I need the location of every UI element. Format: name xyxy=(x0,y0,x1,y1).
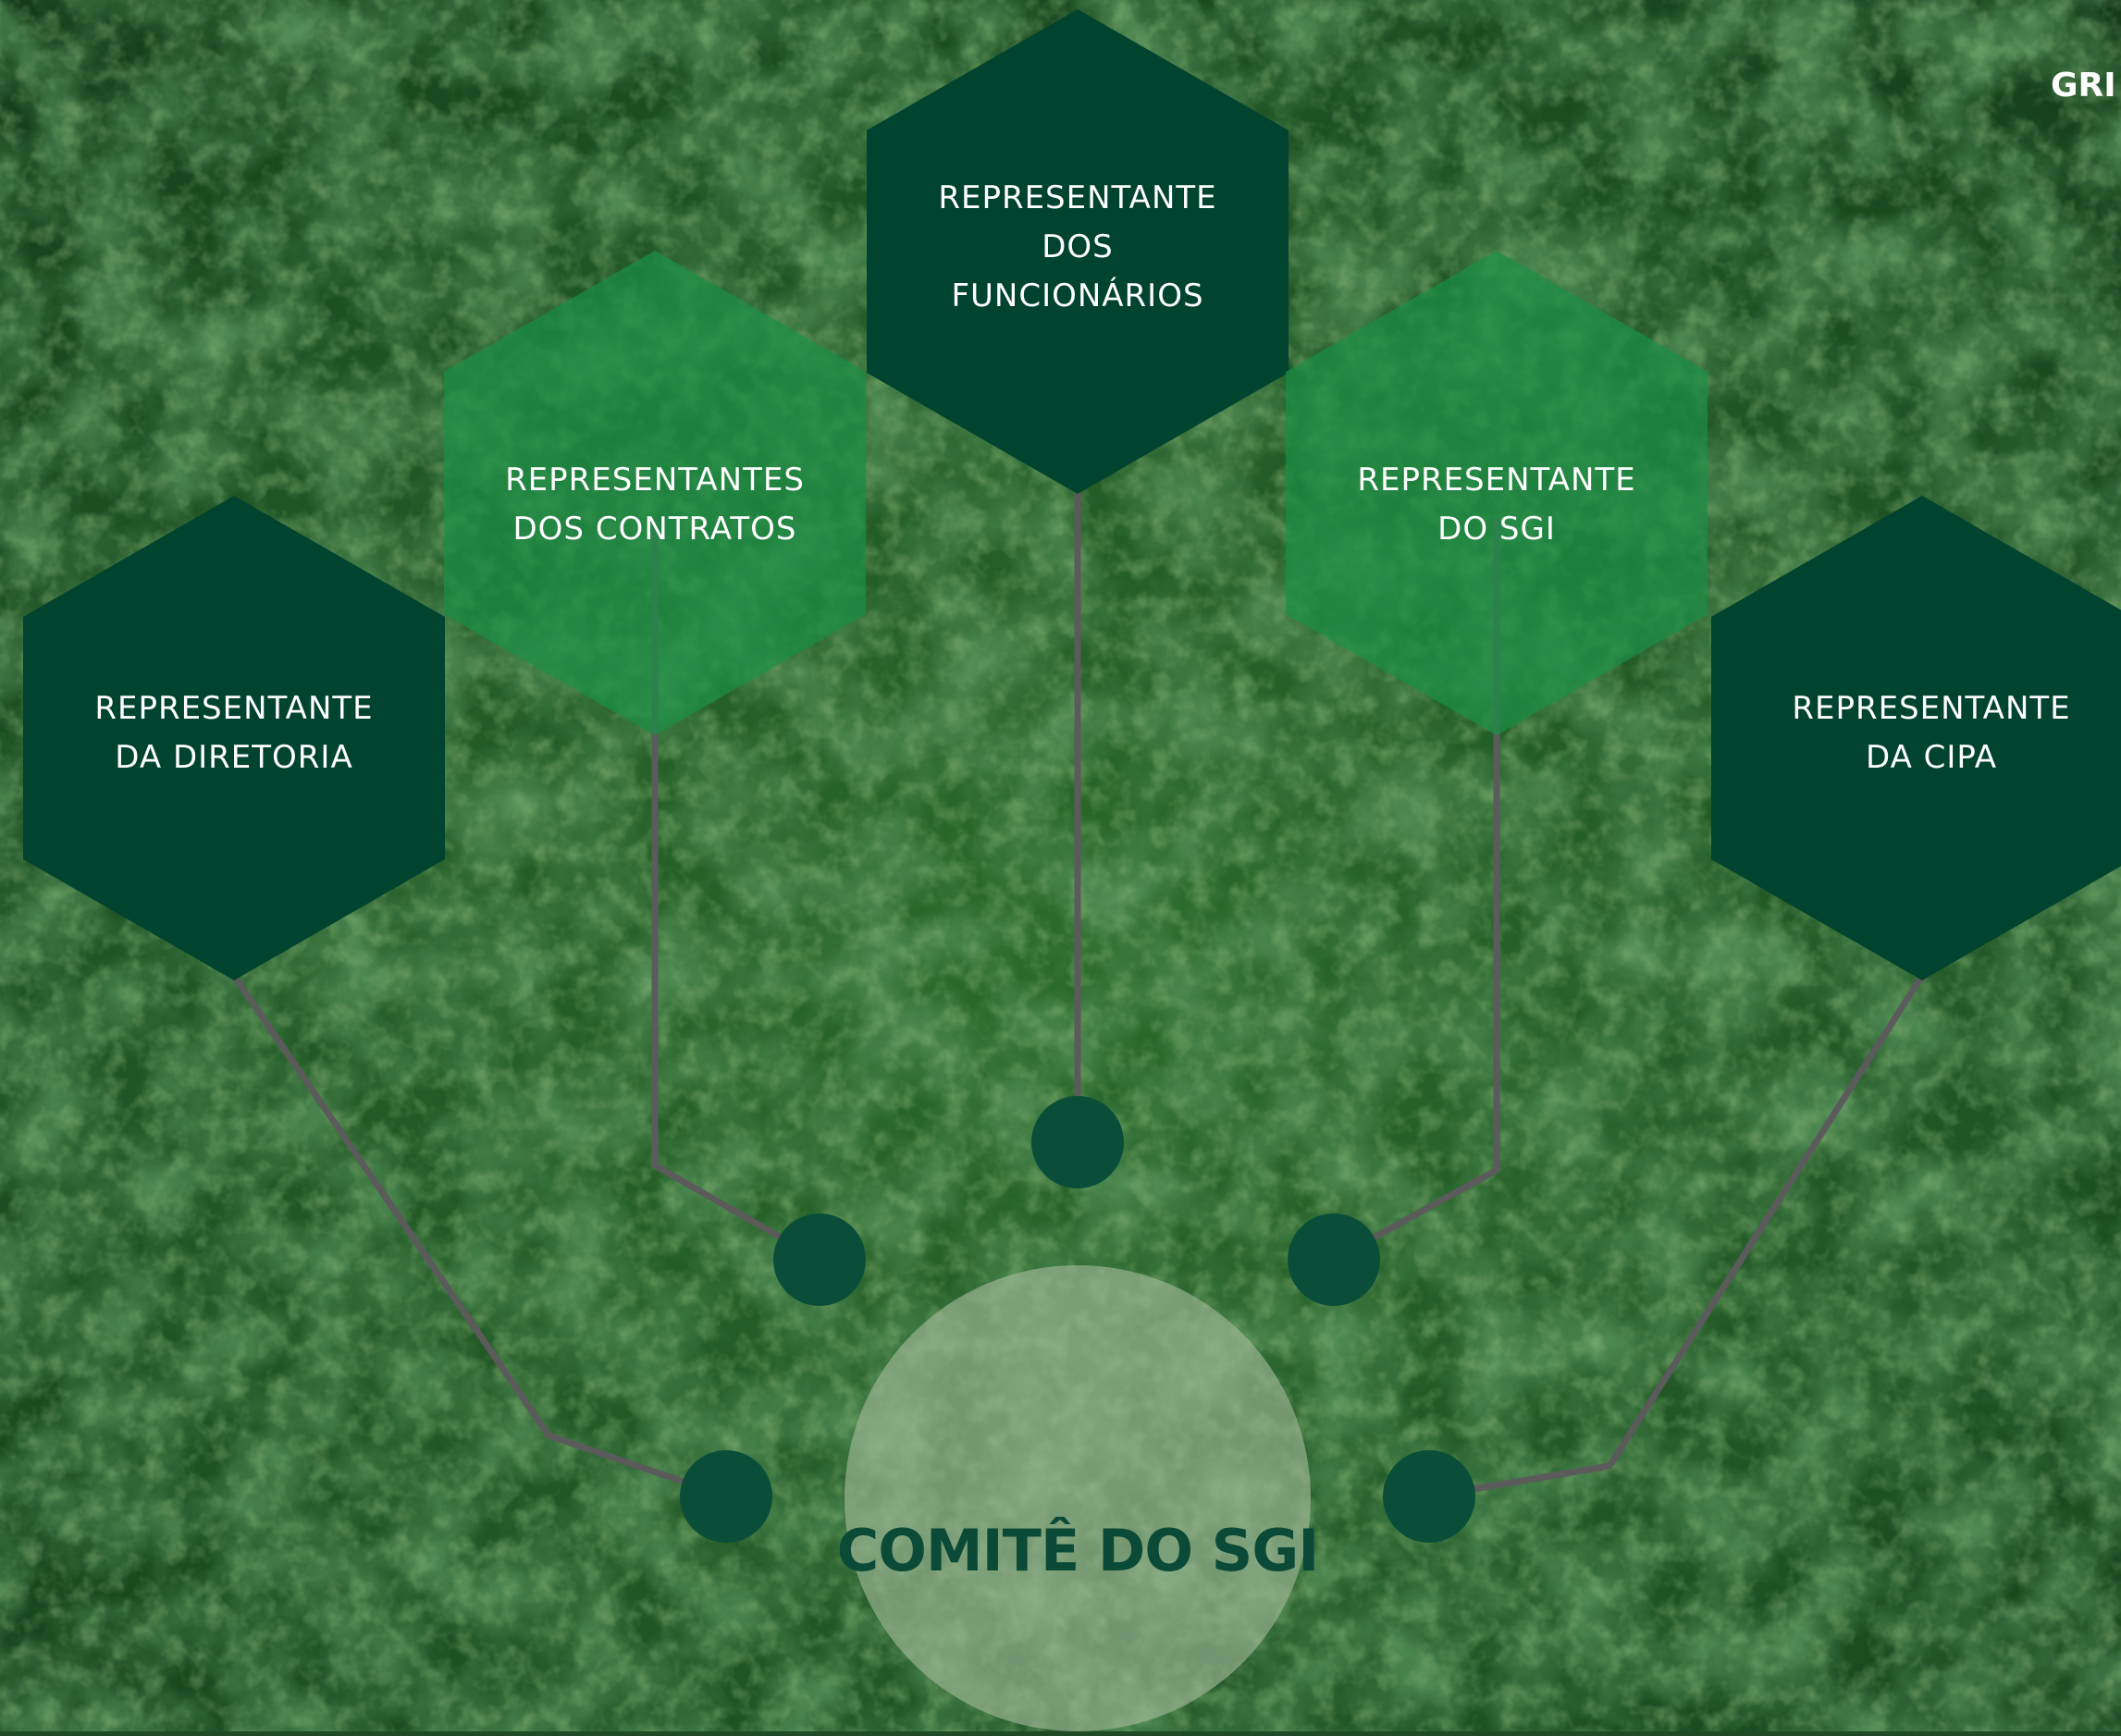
connector-diretoria xyxy=(231,974,728,1500)
node-label-cipa: REPRESENTANTE DA CIPA xyxy=(1792,690,2071,776)
corner-text: GRI xyxy=(2051,67,2116,105)
node-label-sgi: REPRESENTANTE DO SGI xyxy=(1357,462,1636,548)
node-label-funcionarios: REPRESENTANTE DOS FUNCIONÁRIOS xyxy=(938,179,1217,314)
node-dot-funcionarios xyxy=(1031,1096,1124,1188)
center-circle xyxy=(845,1265,1311,1731)
connector-cipa xyxy=(1428,974,1925,1500)
node-label-contratos: REPRESENTANTES DOS CONTRATOS xyxy=(505,462,805,548)
node-dot-contratos xyxy=(773,1213,866,1306)
hexagon-cipa xyxy=(1711,496,2121,980)
node-label-diretoria: REPRESENTANTE DA DIRETORIA xyxy=(94,690,374,776)
node-dot-cipa xyxy=(1383,1450,1475,1543)
center-title: COMITÊ DO SGI xyxy=(836,1517,1320,1584)
hexagon-sgi xyxy=(1286,251,1708,735)
node-dot-sgi xyxy=(1288,1213,1380,1306)
node-dot-diretoria xyxy=(680,1450,772,1543)
hexagon-contratos xyxy=(444,251,866,735)
hexagon-funcionarios xyxy=(867,9,1289,494)
hexagon-diretoria xyxy=(23,496,445,980)
